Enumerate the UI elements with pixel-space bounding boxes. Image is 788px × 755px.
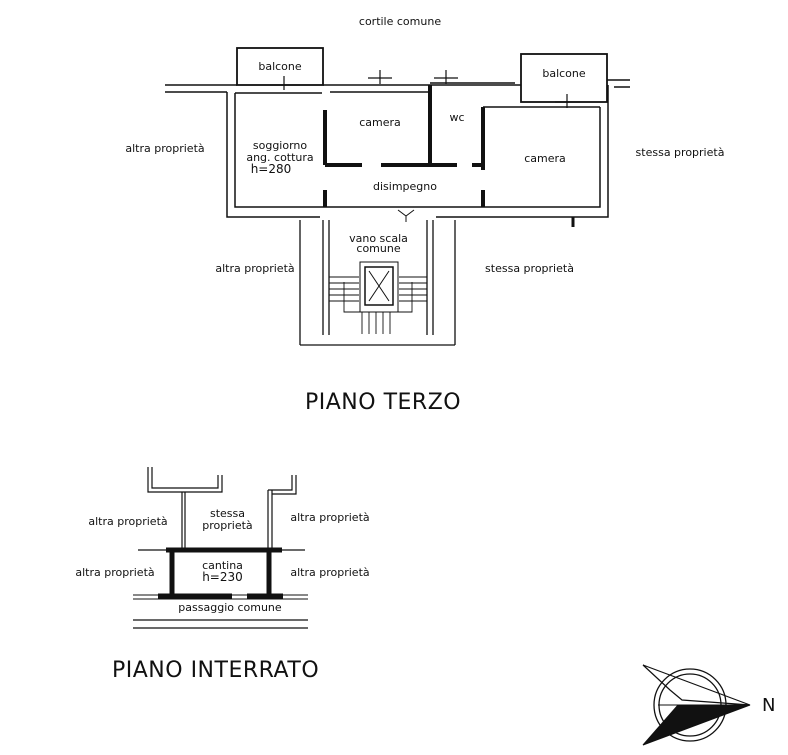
- label-soggiorno: soggiorno: [252, 139, 308, 152]
- label-altra-mid-left: altra proprietà: [75, 566, 155, 579]
- label-altra-top-right: altra proprietà: [290, 511, 370, 524]
- piano-terzo-plan: [165, 47, 630, 346]
- label-stessa-proprieta-bottom: stessa proprietà: [485, 262, 574, 275]
- label-altra-proprieta-bottom: altra proprietà: [215, 262, 295, 275]
- label-stessa-proprieta-right: stessa proprietà: [635, 146, 725, 159]
- stair-well: [299, 220, 456, 346]
- label-balcone-right: balcone: [542, 67, 586, 80]
- label-h280: h=280: [250, 162, 292, 176]
- label-proprieta: proprietà: [202, 519, 253, 532]
- label-wc: wc: [449, 111, 465, 124]
- label-altra-top-left: altra proprietà: [88, 515, 168, 528]
- label-cantina: cantina: [202, 559, 243, 572]
- label-passaggio-comune: passaggio comune: [178, 601, 282, 614]
- label-disimpegno: disimpegno: [373, 180, 437, 193]
- title-piano-terzo: PIANO TERZO: [305, 390, 462, 415]
- label-altra-mid-right: altra proprietà: [290, 566, 370, 579]
- north-arrow-icon: [642, 664, 751, 746]
- label-camera-2: camera: [524, 152, 566, 165]
- piano-interrato-plan: [133, 467, 308, 629]
- label-stessa: stessa: [209, 507, 245, 520]
- label-cortile-comune: cortile comune: [358, 15, 442, 28]
- label-comune: comune: [356, 242, 401, 255]
- title-piano-interrato: PIANO INTERRATO: [112, 658, 320, 683]
- label-camera-1: camera: [359, 116, 401, 129]
- elevator-shaft: [364, 266, 394, 306]
- label-balcone-left: balcone: [258, 60, 302, 73]
- label-h230: h=230: [202, 570, 243, 584]
- compass-north-label: N: [762, 695, 776, 716]
- label-altra-proprieta-left: altra proprietà: [125, 142, 205, 155]
- label-ang-cottura: ang. cottura: [246, 151, 314, 164]
- label-vano-scala: vano scala: [349, 232, 408, 245]
